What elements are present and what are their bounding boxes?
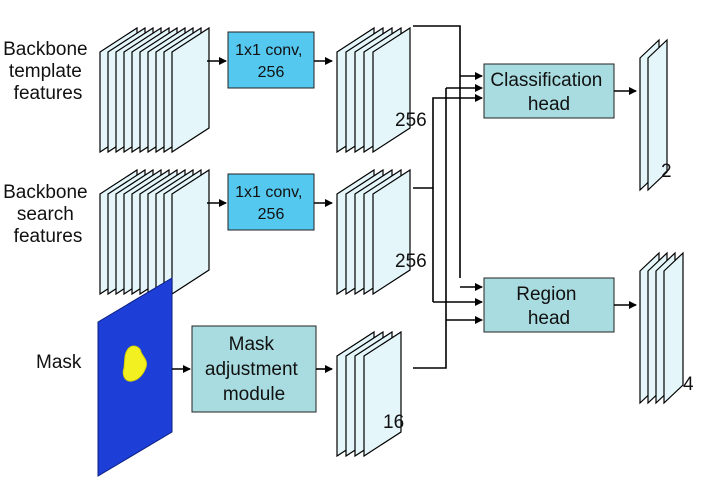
feature-sheet [171, 26, 210, 154]
search-input-stack [99, 168, 210, 296]
route-mask [413, 88, 447, 369]
feature-sheet [372, 168, 411, 296]
classification-channels-label: 2 [661, 161, 672, 182]
conv-template-text: 1x1 conv, 256 [235, 42, 307, 81]
feature-sheet [372, 26, 411, 154]
conv-search-box: 1x1 conv, 256 [227, 173, 315, 231]
mask-label: Mask [36, 352, 82, 373]
conv-template-box: 1x1 conv, 256 [227, 31, 315, 89]
feature-sheet [663, 251, 684, 405]
classification-output-stack [639, 38, 668, 192]
template-channels-label: 256 [395, 110, 427, 131]
connections [172, 25, 637, 373]
mask-adjustment-module: Mask adjustment module [191, 325, 317, 413]
mask-output-stack [336, 330, 402, 458]
feature-map-stacks [99, 26, 684, 458]
region-head-text: Region head [516, 284, 582, 329]
classification-head-text: Classification head [490, 70, 607, 115]
search-output-stack [336, 168, 411, 296]
region-channels-label: 4 [683, 374, 694, 395]
mask-adjustment-text: Mask adjustment module [205, 334, 303, 405]
template-output-stack [336, 26, 411, 154]
mask-image [97, 277, 173, 477]
search-features-label: Backbone search features [3, 182, 93, 247]
mask-channels-label: 16 [383, 412, 404, 433]
arrow-search-to-cls [432, 94, 483, 188]
region-head-box: Region head [483, 277, 615, 333]
template-input-stack [99, 26, 210, 154]
feature-sheet [363, 330, 402, 458]
template-features-label: Backbone template features [3, 39, 93, 104]
search-channels-label: 256 [395, 251, 427, 272]
conv-search-text: 1x1 conv, 256 [235, 184, 307, 223]
classification-head-box: Classification head [483, 63, 615, 119]
route-template [413, 25, 461, 278]
feature-sheet [171, 168, 210, 296]
mask-blob [122, 345, 147, 382]
region-output-stack [639, 251, 684, 405]
feature-sheet [647, 38, 668, 192]
route-search [413, 187, 434, 302]
